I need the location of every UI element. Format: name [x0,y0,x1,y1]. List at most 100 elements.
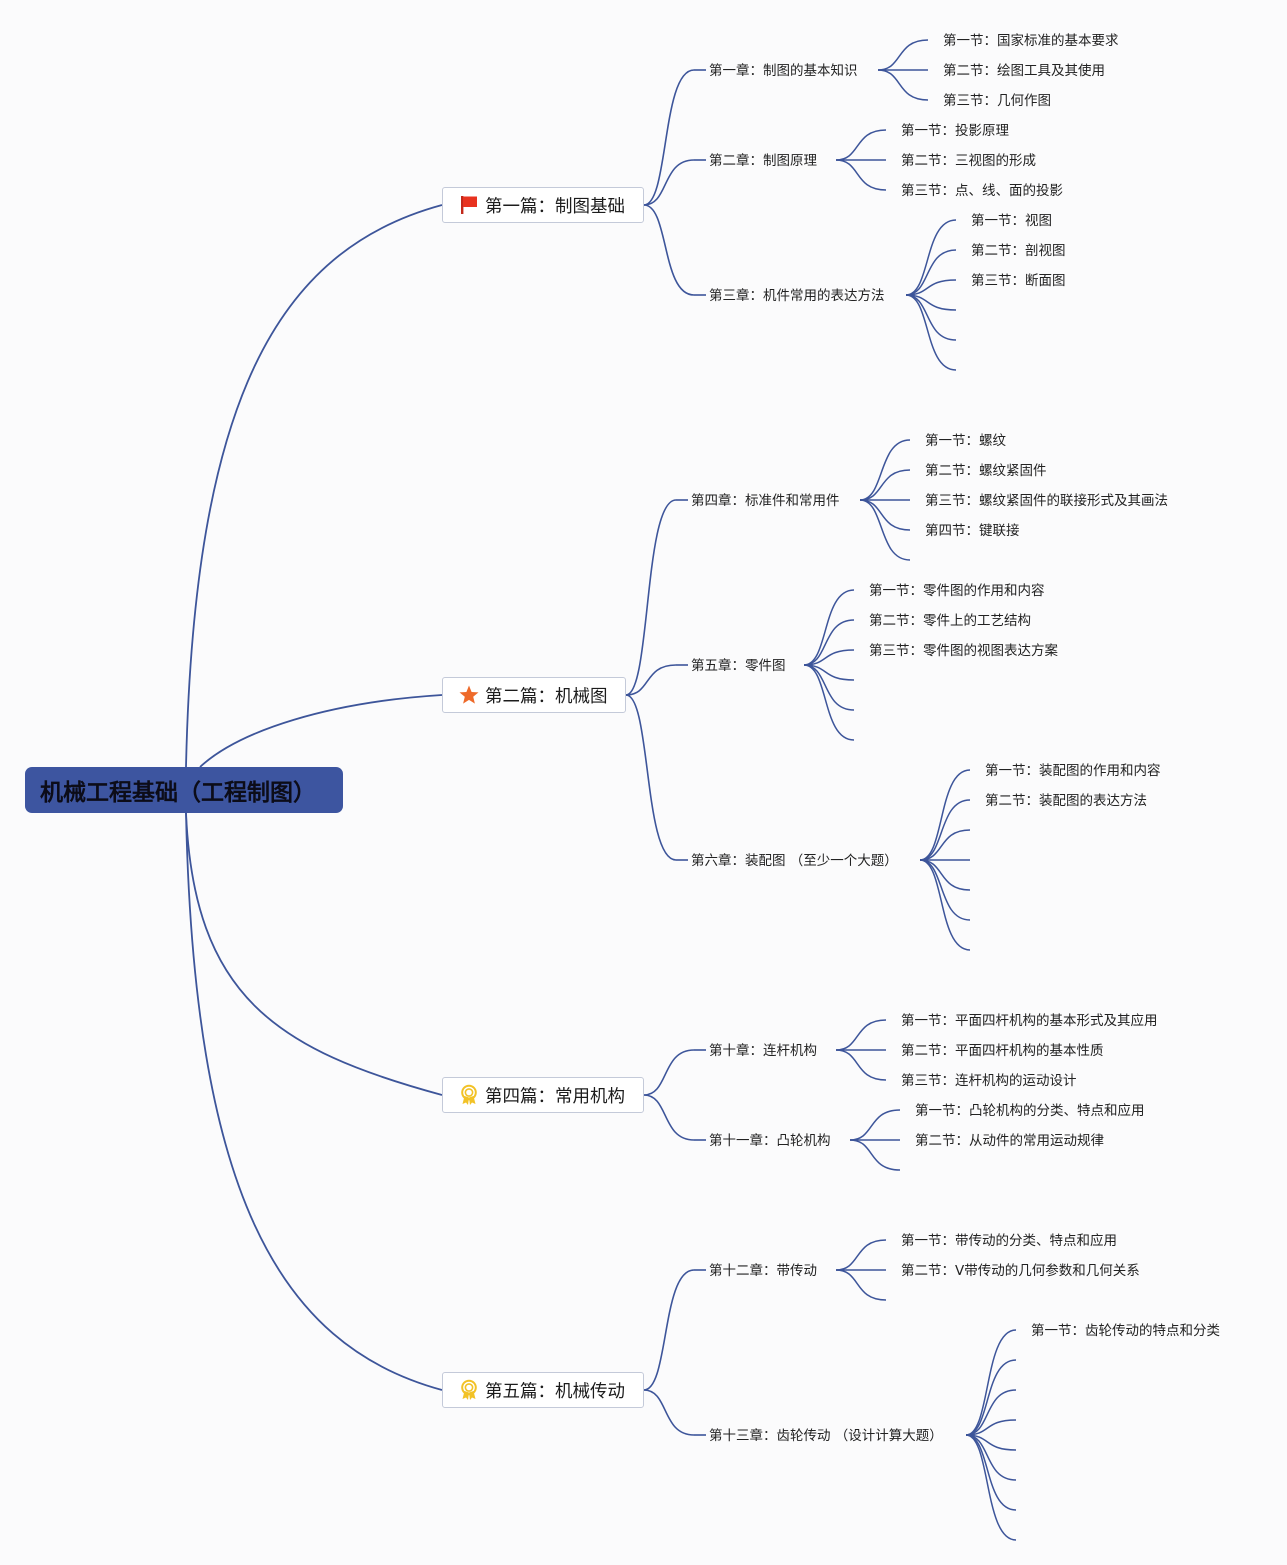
section-topic[interactable]: 第四节：键联接 [925,523,1020,539]
part-1-topic[interactable]: 第一篇：制图基础 [442,187,644,223]
chapter-to-section-connector [859,499,911,561]
section-topic[interactable]: 第一节：螺纹 [925,433,1006,449]
chapter-to-section-connector [965,1434,1017,1541]
section-topic[interactable]: 第三节：断面图 [971,273,1066,289]
chapter-topic[interactable]: 第四章：标准件和常用件 [691,493,840,509]
chapter-topic[interactable]: 第十一章：凸轮机构 [709,1133,831,1149]
chapter-to-section-connector [835,1269,887,1301]
chapter-to-section-connector [859,499,911,531]
chapter-to-section-connector [965,1419,1017,1436]
chapter-to-section-connector [859,439,911,501]
part-2-to-chapter-connector [625,664,677,696]
section-topic[interactable]: 第三节：连杆机构的运动设计 [901,1073,1077,1089]
chapter-to-section-connector [905,294,957,341]
chapter-to-section-connector [849,1109,901,1141]
chapter-to-section-connector [835,159,887,191]
part-4-topic[interactable]: 第四篇：常用机构 [442,1077,644,1113]
chapter-topic[interactable]: 第二章：制图原理 [709,153,817,169]
section-topic[interactable]: 第一节：带传动的分类、特点和应用 [901,1233,1117,1249]
part-4-to-chapter-connector [643,1269,695,1391]
chapter-to-section-connector [905,279,957,296]
section-topic[interactable]: 第一节：齿轮传动的特点和分类 [1031,1323,1220,1339]
chapter-to-section-connector [803,664,855,741]
root-topic[interactable]: 机械工程基础（工程制图） [25,767,343,813]
red-flag-icon [458,194,480,216]
section-topic[interactable]: 第一节：视图 [971,213,1052,229]
chapter-to-section-connector [919,769,971,861]
part-1-to-chapter-connector [643,204,695,296]
root-connector-part-1 [185,204,443,768]
section-topic[interactable]: 第三节：点、线、面的投影 [901,183,1063,199]
section-topic[interactable]: 第一节：装配图的作用和内容 [985,763,1161,779]
part-5-label: 第五篇：机械传动 [485,1381,625,1402]
section-topic[interactable]: 第二节：绘图工具及其使用 [943,63,1105,79]
section-topic[interactable]: 第一节：平面四杆机构的基本形式及其应用 [901,1013,1158,1029]
section-topic[interactable]: 第二节：螺纹紧固件 [925,463,1047,479]
part-2-label: 第二篇：机械图 [485,686,608,707]
chapter-topic[interactable]: 第一章：制图的基本知识 [709,63,858,79]
root-connector-part-5 [185,812,443,1391]
chapter-to-section-connector [919,799,971,861]
chapter-to-section-connector [835,1049,887,1081]
chapter-to-section-connector [877,39,929,71]
part-5-topic[interactable]: 第五篇：机械传动 [442,1372,644,1408]
chapter-to-section-connector [919,859,971,951]
chapter-to-section-connector [803,649,855,666]
section-topic[interactable]: 第二节：V带传动的几何参数和几何关系 [901,1263,1140,1279]
chapter-to-section-connector [965,1359,1017,1436]
chapter-to-section-connector [835,129,887,161]
chapter-topic[interactable]: 第五章：零件图 [691,658,786,674]
section-topic[interactable]: 第二节：零件上的工艺结构 [869,613,1031,629]
section-topic[interactable]: 第二节：剖视图 [971,243,1066,259]
part-4-label: 第四篇：常用机构 [485,1086,625,1107]
chapter-to-section-connector [803,589,855,666]
section-topic[interactable]: 第三节：零件图的视图表达方案 [869,643,1058,659]
root-connector-part-2 [199,694,443,768]
section-topic[interactable]: 第二节：三视图的形成 [901,153,1036,169]
award-badge-icon [458,1084,480,1106]
chapter-to-section-connector [905,249,957,296]
chapter-to-section-connector [849,1139,901,1171]
award-badge-icon [458,1379,480,1401]
chapter-to-section-connector [905,294,957,371]
chapter-topic[interactable]: 第十章：连杆机构 [709,1043,817,1059]
chapter-to-section-connector [905,219,957,296]
chapter-to-section-connector [965,1434,1017,1481]
part-1-to-chapter-connector [643,159,695,206]
section-topic[interactable]: 第一节：国家标准的基本要求 [943,33,1119,49]
section-topic[interactable]: 第二节：从动件的常用运动规律 [915,1133,1104,1149]
part-2-to-chapter-connector [625,694,677,861]
root-connector-part-4 [185,812,443,1096]
part-2-to-chapter-connector [625,499,677,696]
chapter-to-section-connector [965,1329,1017,1436]
chapter-to-section-connector [835,1239,887,1271]
chapter-to-section-connector [835,1019,887,1051]
chapter-topic[interactable]: 第六章：装配图 （至少一个大题） [691,853,898,869]
chapter-topic[interactable]: 第十三章：齿轮传动 （设计计算大题） [709,1428,943,1444]
part-1-to-chapter-connector [643,69,695,206]
section-topic[interactable]: 第一节：零件图的作用和内容 [869,583,1045,599]
section-topic[interactable]: 第三节：螺纹紧固件的联接形式及其画法 [925,493,1168,509]
chapter-to-section-connector [919,859,971,891]
chapter-to-section-connector [803,619,855,666]
chapter-to-section-connector [965,1389,1017,1436]
part-1-label: 第一篇：制图基础 [485,196,625,217]
section-topic[interactable]: 第一节：凸轮机构的分类、特点和应用 [915,1103,1145,1119]
section-topic[interactable]: 第二节：平面四杆机构的基本性质 [901,1043,1104,1059]
section-topic[interactable]: 第一节：投影原理 [901,123,1009,139]
chapter-topic[interactable]: 第三章：机件常用的表达方法 [709,288,885,304]
part-3-to-chapter-connector [643,1094,695,1141]
chapter-topic[interactable]: 第十二章：带传动 [709,1263,817,1279]
part-3-to-chapter-connector [643,1049,695,1096]
chapter-to-section-connector [919,829,971,861]
section-topic[interactable]: 第二节：装配图的表达方法 [985,793,1147,809]
root-topic-label: 机械工程基础（工程制图） [40,780,316,806]
part-4-to-chapter-connector [643,1389,695,1436]
orange-star-icon [458,684,480,706]
chapter-to-section-connector [877,69,929,101]
part-2-topic[interactable]: 第二篇：机械图 [442,677,626,713]
chapter-to-section-connector [803,664,855,711]
chapter-to-section-connector [859,469,911,501]
section-topic[interactable]: 第三节：几何作图 [943,93,1051,109]
